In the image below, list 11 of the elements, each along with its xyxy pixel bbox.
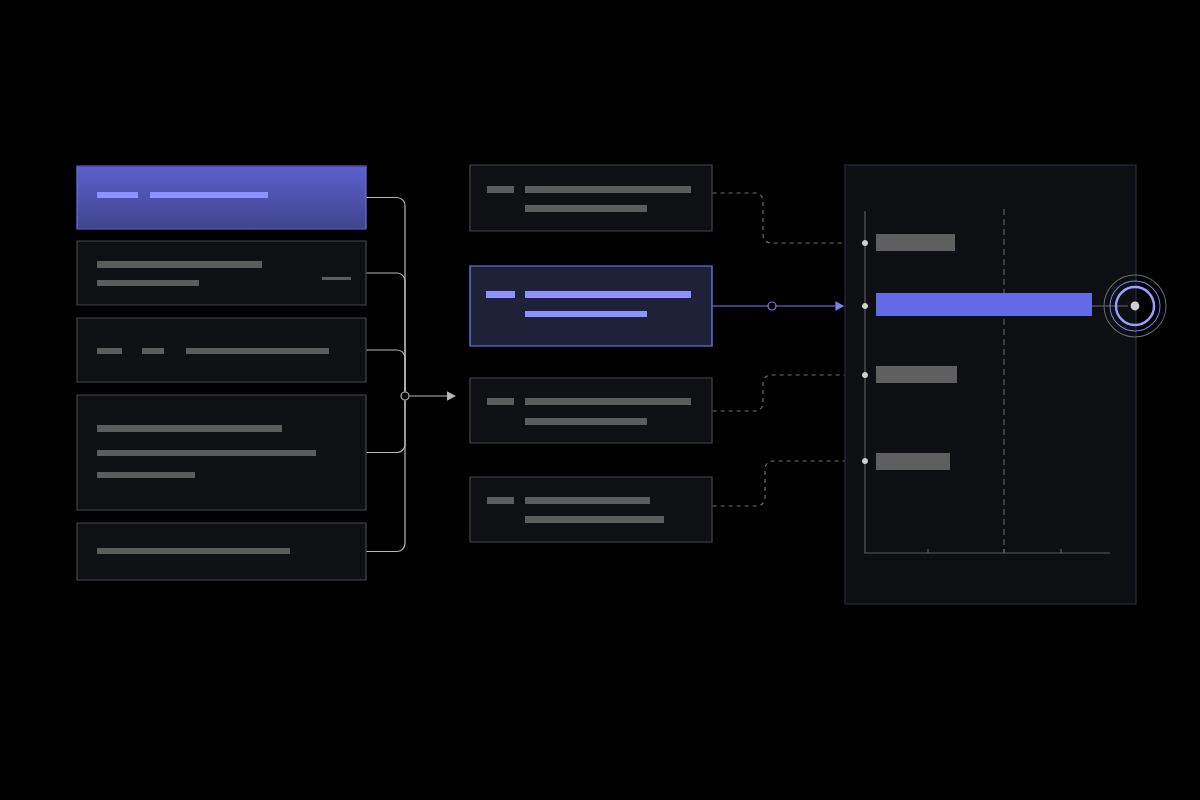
card [76,165,367,230]
card [76,394,367,511]
card [76,317,367,383]
arrow [409,391,456,401]
card [76,522,367,581]
connector [366,349,406,392]
dashed-connector [712,374,845,412]
dashed-connector [712,192,845,244]
card [469,265,713,347]
connector [366,400,406,553]
dashed-connector [712,460,845,507]
